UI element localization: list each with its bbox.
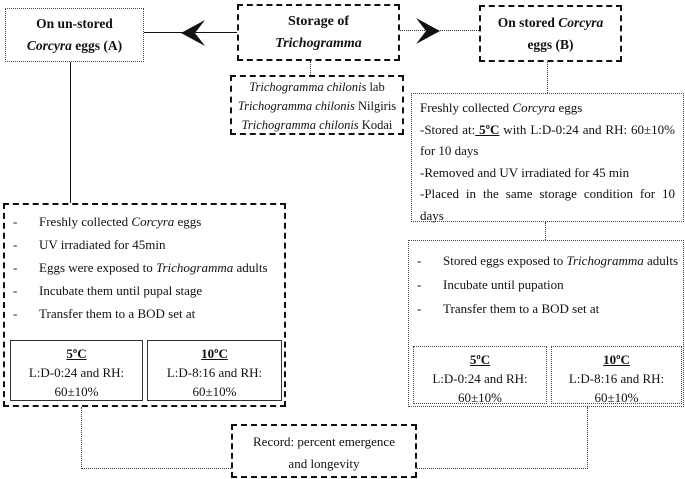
procedure-item-4: - Incubate them until pupal stage — [5, 279, 284, 302]
unstored-eggs-line2: Corcyra eggs (A) — [26, 38, 123, 53]
record-box: Record: percent emergence and longevity — [231, 424, 417, 478]
unstored-eggs-box: On un-stored Corcyra eggs (A) — [5, 8, 144, 62]
storage-title-box: Storage of Trichogramma — [237, 4, 400, 61]
strains-list-box: Trichogramma chilonis lab Trichogramma c… — [230, 75, 404, 135]
dash-marker: - — [417, 277, 422, 292]
humidity-label: 60±10% — [192, 384, 237, 399]
connector-left-to-record — [81, 468, 231, 469]
stored-exposure-box: - Stored eggs exposed to Trichogramma ad… — [408, 240, 684, 407]
storage-title-line2: Trichogramma — [275, 36, 362, 51]
exposure-item-3: - Transfer them to a BOD set at — [409, 297, 683, 321]
exposure-item-1: - Stored eggs exposed to Trichogramma ad… — [409, 249, 683, 273]
dash-marker: - — [13, 237, 18, 252]
temp-5c-box-left: 5ºC L:D-0:24 and RH: 60±10% — [10, 340, 143, 401]
storage-step-stored: -Stored at: 5ºC with L:D-0:24 and RH: 60… — [420, 121, 676, 159]
strain-nilgiris: Trichogramma chilonis Nilgiris — [237, 99, 397, 113]
temp-label: 5ºC — [469, 352, 491, 367]
unstored-procedure-box: - Freshly collected Corcyra eggs - UV ir… — [3, 203, 286, 407]
procedure-item-3: - Eggs were exposed to Trichogramma adul… — [5, 256, 284, 279]
storage-step-placed: -Placed in the same storage condition fo… — [420, 186, 675, 223]
dash-marker: - — [417, 253, 422, 268]
connector-storage-to-b — [400, 30, 479, 31]
connector-storagebox-to-exposure — [545, 222, 546, 240]
storage-step-collect: Freshly collected Corcyra eggs — [420, 100, 583, 115]
storage-title-line1: Storage of — [287, 14, 350, 29]
procedure-item-1: - Freshly collected Corcyra eggs — [5, 210, 284, 233]
temp-label: 10ºC — [201, 346, 228, 361]
temp-label: 10ºC — [603, 352, 630, 367]
strain-kodai: Trichogramma chilonis Kodai — [241, 118, 393, 132]
unstored-eggs-line1: On un-stored — [36, 16, 113, 31]
temp-label: 5ºC — [66, 346, 87, 361]
record-line2: and longevity — [288, 456, 360, 471]
photoperiod-label: L:D-8:16 and RH: — [166, 365, 263, 380]
temp-5c-box-right: 5ºC L:D-0:24 and RH: 60±10% — [413, 346, 547, 405]
dash-marker: - — [13, 260, 18, 275]
dash-marker: - — [13, 306, 18, 321]
dash-marker: - — [417, 301, 422, 316]
exposure-item-2: - Incubate until pupation — [409, 273, 683, 297]
humidity-label: 60±10% — [458, 390, 502, 405]
humidity-label: 60±10% — [54, 384, 99, 399]
photoperiod-label: L:D-0:24 and RH: — [432, 371, 528, 386]
stored-eggs-line2: eggs (B) — [527, 37, 574, 52]
stored-eggs-line1: On stored Corcyra — [497, 15, 604, 30]
procedure-item-2: - UV irradiated for 45min — [5, 233, 284, 256]
record-line1: Record: percent emergence — [253, 434, 395, 449]
procedure-item-5: - Transfer them to a BOD set at — [5, 302, 284, 325]
dash-marker: - — [13, 283, 18, 298]
strain-lab: Trichogramma chilonis lab — [249, 80, 385, 94]
connector-right-to-record — [417, 468, 588, 469]
connector-a-to-procedure — [70, 62, 71, 203]
photoperiod-label: L:D-0:24 and RH: — [28, 365, 125, 380]
humidity-label: 60±10% — [594, 390, 639, 405]
photoperiod-label: L:D-8:16 and RH: — [568, 371, 665, 386]
connector-right-down — [587, 407, 588, 469]
arrow-left-icon — [181, 20, 205, 46]
arrow-right-icon — [416, 18, 440, 44]
connector-b-to-storagebox — [547, 62, 548, 93]
fresh-storage-procedure-box: Freshly collected Corcyra eggs -Stored a… — [411, 93, 684, 223]
dash-marker: - — [13, 214, 18, 229]
temp-10c-box-right: 10ºC L:D-8:16 and RH: 60±10% — [551, 346, 682, 405]
connector-storage-to-strains — [310, 61, 311, 75]
connector-left-down — [81, 407, 82, 469]
stored-eggs-box: On stored Corcyra eggs (B) — [479, 5, 622, 62]
temp-10c-box-left: 10ºC L:D-8:16 and RH: 60±10% — [147, 340, 282, 401]
storage-step-removed: -Removed and UV irradiated for 45 min — [420, 164, 630, 180]
